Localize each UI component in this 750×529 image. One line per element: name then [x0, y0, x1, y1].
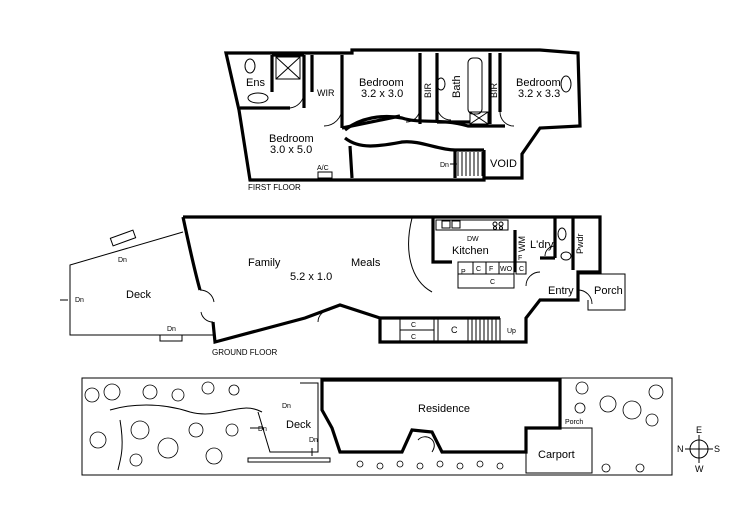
- cupboard6-label: C: [451, 325, 458, 335]
- bedroom2-size: 3.2 x 3.3: [518, 88, 560, 100]
- ens-label: Ens: [246, 77, 265, 89]
- wm-label: WM: [517, 236, 527, 252]
- first-floor-doors: [289, 93, 515, 127]
- meals-label: Meals: [351, 257, 381, 269]
- cupboard5-label: C: [411, 334, 416, 341]
- compass-s: S: [714, 444, 720, 454]
- family-size: 5.2 x 1.0: [290, 271, 332, 283]
- site-trees: [84, 381, 664, 473]
- fridge-label: F: [489, 266, 493, 273]
- compass-n: N: [677, 444, 684, 454]
- entry-label: Entry: [548, 285, 574, 297]
- bedroom1-size: 3.2 x 3.0: [361, 88, 403, 100]
- ground-floor-doors: [199, 245, 593, 323]
- first-floor-stairs: [457, 152, 483, 176]
- ldry-f-label: F: [518, 255, 522, 262]
- dw-label: DW: [467, 236, 479, 243]
- site-dn2-label: Dn: [258, 426, 267, 433]
- up-stairs-label: Up: [507, 328, 516, 335]
- compass: E N S W: [677, 425, 720, 474]
- cupboard3-label: C: [519, 266, 524, 273]
- ground-floor-cupboards: [399, 317, 501, 343]
- compass-w: W: [695, 464, 704, 474]
- pantry-label: P: [461, 269, 466, 276]
- bir2-label: BIR: [489, 82, 499, 98]
- site-porch-label: Porch: [565, 419, 583, 426]
- cupboard4-label: C: [411, 322, 416, 329]
- deck-label: Deck: [126, 289, 152, 301]
- bedroom1-label: Bedroom: [359, 77, 404, 89]
- void-label: VOID: [490, 158, 517, 170]
- ground-floor-caption: GROUND FLOOR: [212, 348, 278, 357]
- compass-e: E: [696, 425, 702, 435]
- deck-dn-left: Dn: [75, 297, 84, 304]
- wall-oven-label: WO: [500, 266, 513, 273]
- porch-label: Porch: [594, 285, 623, 297]
- ldry-label: L'dry: [530, 239, 554, 251]
- bedroom3-size: 3.0 x 5.0: [270, 144, 312, 156]
- site-deck-label: Deck: [286, 419, 312, 431]
- first-floor-fixtures: [244, 56, 572, 179]
- cupboard2-label: C: [490, 279, 495, 286]
- ground-floor-stairs: [471, 318, 501, 342]
- bedroom3-label: Bedroom: [269, 133, 314, 145]
- first-floor-caption: FIRST FLOOR: [248, 183, 301, 192]
- deck-dn-bottom: Dn: [167, 326, 176, 333]
- carport-label: Carport: [538, 449, 575, 461]
- dn-stairs-label: Dn: [440, 162, 449, 169]
- bedroom2-label: Bedroom: [516, 77, 561, 89]
- ac-label: A/C: [317, 165, 329, 172]
- pwdr-label: Pwdr: [575, 233, 585, 254]
- site-dn3-label: Dn: [309, 437, 318, 444]
- family-label: Family: [248, 257, 281, 269]
- deck-dn-top: Dn: [118, 257, 127, 264]
- bir1-label: BIR: [423, 82, 433, 98]
- kitchen-label: Kitchen: [452, 245, 489, 257]
- kitchen-counter: [435, 219, 527, 289]
- site-plan: Residence Deck Carport Porch Dn Dn Dn: [81, 377, 673, 476]
- residence-label: Residence: [418, 403, 470, 415]
- wir-label: WIR: [317, 88, 335, 98]
- ground-floor-plan: Family Meals 5.2 x 1.0 Kitchen DW WM L'd…: [60, 215, 626, 357]
- site-dn1-label: Dn: [282, 403, 291, 410]
- first-floor-plan: Ens WIR Bedroom 3.2 x 3.0 BIR Bath BIR B…: [223, 48, 582, 192]
- bath-label: Bath: [451, 75, 463, 98]
- cupboard1-label: C: [476, 266, 481, 273]
